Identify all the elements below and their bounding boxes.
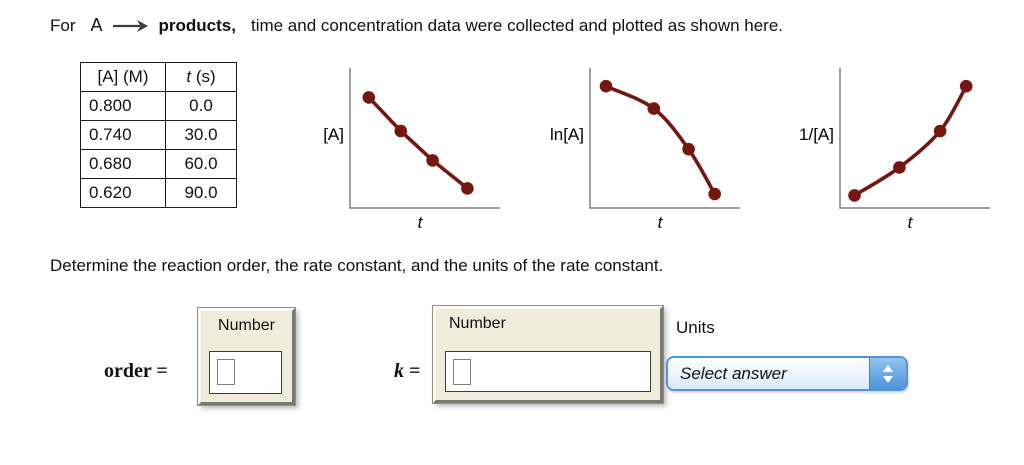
plot-curve [852,84,968,198]
data-point [362,91,376,104]
header-sentence: For A products, time and concentration d… [50,15,783,36]
plot-axes [839,68,990,209]
table-cell: 0.740 [80,120,166,150]
plot-points [362,91,474,195]
spinner-up-icon [883,364,893,372]
table-header-concentration: [A] (M) [80,62,166,92]
units-select-spinner[interactable] [869,358,906,389]
header-rest: time and concentration data were collect… [250,15,784,35]
table-cell: 0.680 [80,149,166,179]
k-input[interactable] [445,351,651,392]
table-cell: 0.0 [165,91,237,121]
number-field-label: Number [449,315,506,332]
number-field-label: Number [218,317,275,334]
reactant-symbol: A [90,15,103,35]
plot-axes [349,68,500,209]
data-point [708,187,721,201]
k-answer-box: Number [433,306,663,403]
table-header-time: t (s) [165,62,237,92]
y-axis-label: [A] [323,125,344,144]
header-prefix: For [50,15,76,35]
table-cell: 30.0 [165,120,237,150]
data-point [394,124,408,138]
y-axis-label: ln[A] [550,125,584,144]
plot-ln-concentration-vs-time: ln[A] t [530,60,745,232]
table-cell: 0.620 [80,178,166,208]
data-point [682,142,695,156]
data-point [647,102,661,115]
order-input[interactable] [209,351,282,394]
order-answer-box: Number [198,308,295,405]
table-cell: 0.800 [80,91,166,121]
input-cursor-box[interactable] [217,359,235,385]
plot-axes [589,68,740,209]
table-header-row: [A] (M) t (s) [80,62,237,92]
plot-curve [367,95,470,191]
units-select[interactable]: Select answer [666,356,908,391]
plot-points [848,79,973,202]
data-point [599,79,613,93]
plot-concentration-vs-time: [A] t [290,60,505,232]
product-word: products, [158,15,236,35]
x-axis-label: t [908,213,914,232]
rate-constant-label: k = [394,360,421,382]
data-point [933,124,947,138]
units-select-value: Select answer [668,358,869,389]
plot-curve [604,84,717,196]
y-axis-label: 1/[A] [799,125,834,144]
x-axis-label: t [418,213,424,232]
right-arrow-icon [112,19,150,33]
order-label: order = [104,360,168,382]
plot-inverse-concentration-vs-time: 1/[A] t [780,60,995,232]
input-cursor-box[interactable] [453,359,471,385]
question-prompt: Determine the reaction order, the rate c… [50,256,664,275]
units-label: Units [676,318,715,337]
data-point [426,154,439,167]
x-axis-label: t [658,213,664,232]
data-point [461,182,474,195]
table-cell: 60.0 [165,149,237,179]
plot-points [599,79,721,201]
spinner-down-icon [883,375,893,383]
data-point [893,161,906,174]
data-point [959,79,973,93]
data-point [848,189,861,202]
table-cell: 90.0 [165,178,237,208]
